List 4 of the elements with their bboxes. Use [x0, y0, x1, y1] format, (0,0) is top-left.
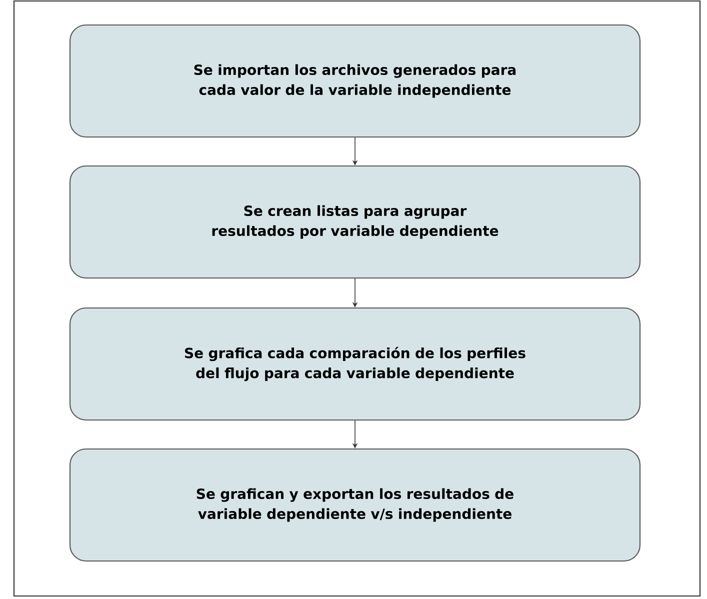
process-box: Se importan los archivos generados para cada valor de la variable independiente	[69, 24, 641, 138]
process-box: Se grafica cada comparación de los perfiles del flujo para cada variable dependiente	[69, 307, 641, 421]
process-box: Se crean listas para agrupar resultados por variable dependiente	[69, 165, 641, 279]
process-box: Se grafican y exportan los resultados de variable dependiente v/s independiente	[69, 448, 641, 562]
